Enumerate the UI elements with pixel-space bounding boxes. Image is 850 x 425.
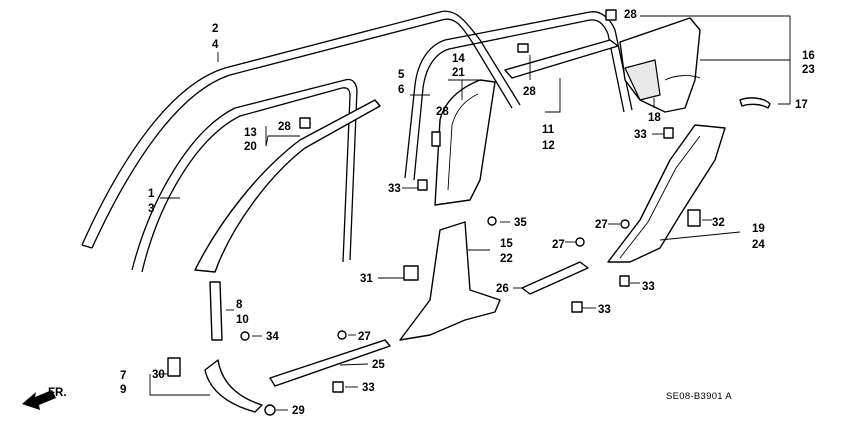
front-pillar-lower-trim bbox=[209, 281, 223, 341]
clip-33-rear bbox=[663, 127, 674, 139]
callout-24: 24 bbox=[752, 239, 765, 251]
clip-28-front bbox=[299, 117, 311, 129]
clip-33-pillar bbox=[417, 179, 428, 191]
callout-21: 21 bbox=[452, 67, 465, 79]
callout-4: 4 bbox=[212, 39, 219, 51]
roof-weatherstrip-outer bbox=[81, 10, 521, 249]
callout-27-b: 27 bbox=[552, 239, 565, 251]
callout-31: 31 bbox=[360, 273, 373, 285]
screw-27-a bbox=[620, 219, 630, 229]
clip-30 bbox=[167, 357, 181, 377]
roof-side-garnish bbox=[504, 39, 619, 79]
callout-33-rear: 33 bbox=[634, 129, 647, 141]
rear-sill-garnish bbox=[521, 261, 589, 295]
callout-29: 29 bbox=[292, 405, 305, 417]
callout-13: 13 bbox=[244, 127, 257, 139]
callout-8: 8 bbox=[236, 299, 243, 311]
callout-26: 26 bbox=[496, 283, 509, 295]
screw-29 bbox=[264, 404, 276, 416]
screw-34 bbox=[240, 331, 250, 341]
callout-2: 2 bbox=[212, 23, 218, 35]
callout-33-right: 33 bbox=[642, 281, 655, 293]
callout-14: 14 bbox=[452, 53, 465, 65]
front-sill-garnish bbox=[269, 339, 391, 387]
arrow-icon bbox=[22, 390, 56, 410]
callout-27-a: 27 bbox=[595, 219, 608, 231]
screw-27-c bbox=[337, 330, 347, 340]
rear-pillar-upper-trim bbox=[619, 17, 701, 113]
callout-15: 15 bbox=[500, 238, 513, 250]
callout-18: 18 bbox=[648, 112, 661, 124]
callout-27-c: 27 bbox=[358, 331, 371, 343]
front-door-frame-strip bbox=[131, 78, 358, 273]
screw-27-b bbox=[575, 237, 585, 247]
callout-5: 5 bbox=[398, 69, 405, 81]
front-pillar-garnish bbox=[194, 99, 381, 273]
callout-33-lower: 33 bbox=[598, 304, 611, 316]
center-pillar-upper-trim bbox=[434, 79, 496, 206]
callout-19: 19 bbox=[752, 223, 765, 235]
callout-28-front: 28 bbox=[278, 121, 291, 133]
front-direction-arrow: FR. bbox=[22, 387, 67, 410]
callout-16: 16 bbox=[802, 50, 815, 62]
clip-28-pillar bbox=[431, 131, 441, 147]
callout-6: 6 bbox=[398, 84, 404, 96]
callout-20: 20 bbox=[244, 141, 257, 153]
callout-28-center: 28 bbox=[523, 86, 536, 98]
callout-33-pillar: 33 bbox=[388, 183, 401, 195]
callout-9: 9 bbox=[120, 384, 126, 396]
callout-labels: 2 4 5 6 14 21 28 28 28 28 16 23 17 18 13… bbox=[120, 9, 815, 417]
callout-32: 32 bbox=[712, 217, 725, 229]
center-pillar-lower-trim bbox=[399, 221, 501, 341]
clip-32 bbox=[687, 209, 701, 227]
kick-panel bbox=[204, 359, 263, 413]
callout-22: 22 bbox=[500, 253, 513, 265]
clip-33-lower bbox=[571, 301, 583, 313]
callout-12: 12 bbox=[542, 140, 555, 152]
callout-7: 7 bbox=[120, 370, 126, 382]
callout-17: 17 bbox=[795, 99, 808, 111]
callout-28-pillar: 28 bbox=[436, 106, 449, 118]
leader-lines bbox=[149, 15, 791, 411]
callout-11: 11 bbox=[542, 124, 555, 136]
clip-33-sill bbox=[332, 381, 344, 393]
diagram-code: SE08-B3901 A bbox=[666, 391, 732, 402]
callout-34: 34 bbox=[266, 331, 279, 343]
screw-35 bbox=[487, 216, 497, 226]
clip-33-right bbox=[619, 275, 630, 287]
clip-31 bbox=[403, 265, 419, 281]
callout-25: 25 bbox=[372, 359, 385, 371]
callout-10: 10 bbox=[236, 314, 249, 326]
clip-28-center bbox=[517, 43, 529, 53]
callout-30: 30 bbox=[152, 369, 165, 381]
callout-23: 23 bbox=[802, 64, 815, 76]
grommet-17 bbox=[739, 97, 771, 109]
center-door-frame-strip bbox=[404, 11, 633, 181]
rear-pillar-lower-trim bbox=[607, 124, 726, 263]
callout-35: 35 bbox=[514, 217, 527, 229]
callout-33-sill: 33 bbox=[362, 382, 375, 394]
clip-28-top bbox=[605, 9, 617, 21]
callout-3: 3 bbox=[148, 203, 154, 215]
callout-1: 1 bbox=[148, 188, 155, 200]
direction-label: FR. bbox=[48, 387, 67, 399]
callout-28-top: 28 bbox=[624, 9, 637, 21]
